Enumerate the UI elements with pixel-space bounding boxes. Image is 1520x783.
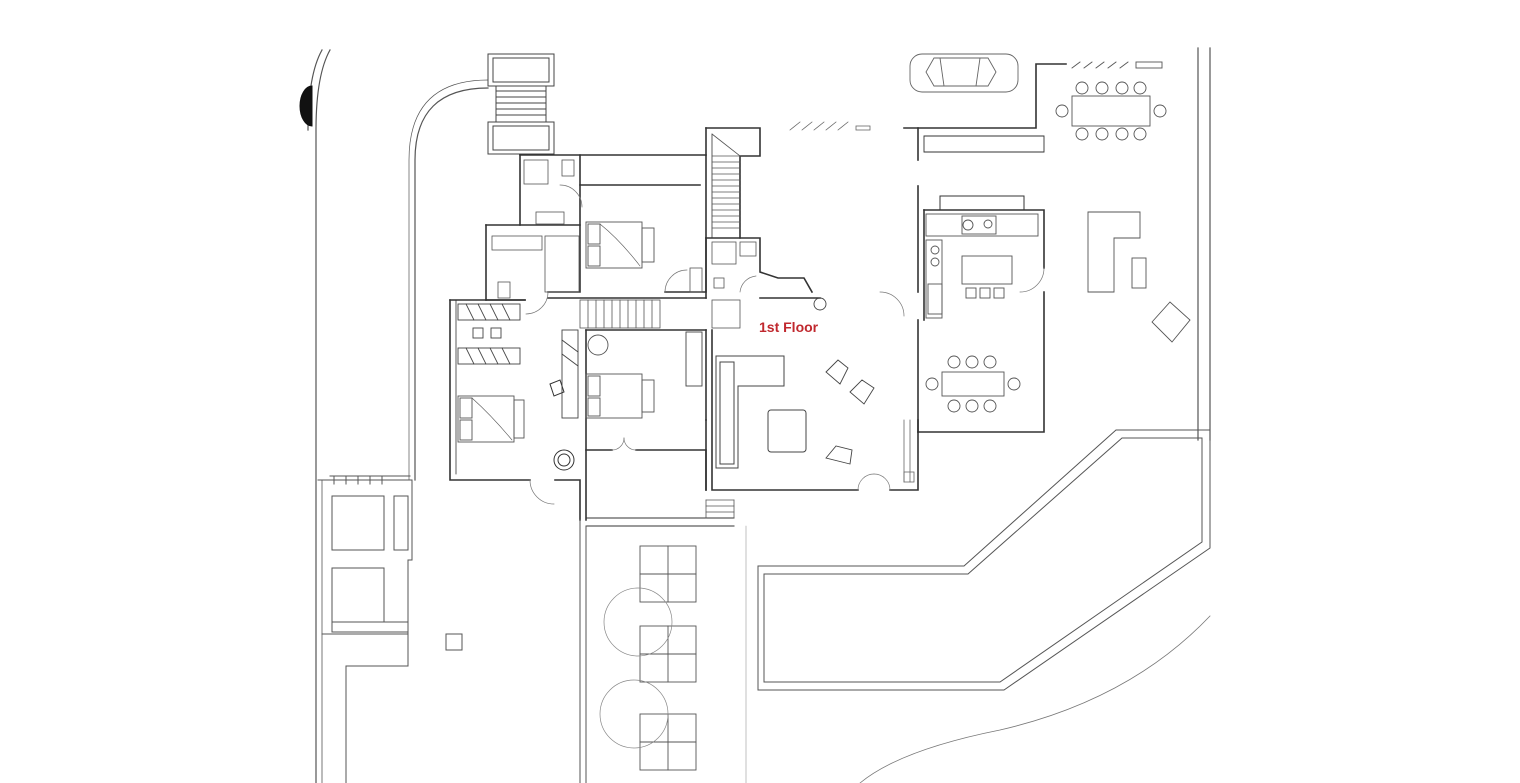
car <box>909 53 1019 93</box>
left-garden <box>317 475 463 783</box>
main-stair <box>705 133 741 519</box>
sun-loungers <box>599 545 697 771</box>
entry-steps <box>487 53 555 155</box>
bed-upper <box>585 221 655 269</box>
outdoor-dining-table <box>1055 61 1167 141</box>
gate-marker <box>299 85 313 127</box>
wc-central <box>711 241 757 289</box>
kitchen-walls <box>917 185 1045 433</box>
site-boundary <box>307 47 1211 783</box>
floor-label: 1st Floor <box>759 319 819 335</box>
wardrobes <box>457 303 703 419</box>
bed-west <box>457 395 525 443</box>
dining-table-interior <box>925 355 1021 413</box>
armchairs <box>813 297 875 465</box>
pool-terrace <box>757 429 1211 783</box>
living-area-walls <box>705 63 1067 491</box>
west-wing-walls <box>449 154 735 527</box>
west-path <box>579 519 747 783</box>
kitchen-counter <box>925 213 1039 319</box>
bed-middle <box>585 334 655 419</box>
door-swings <box>525 184 1045 505</box>
plant-pot <box>549 379 575 471</box>
sofa <box>715 355 785 469</box>
glass-wall <box>789 121 915 483</box>
coffee-table <box>767 409 807 453</box>
bathroom-fixtures-west <box>491 159 703 299</box>
central-stairs <box>579 299 661 329</box>
outdoor-lounge <box>1087 211 1191 343</box>
